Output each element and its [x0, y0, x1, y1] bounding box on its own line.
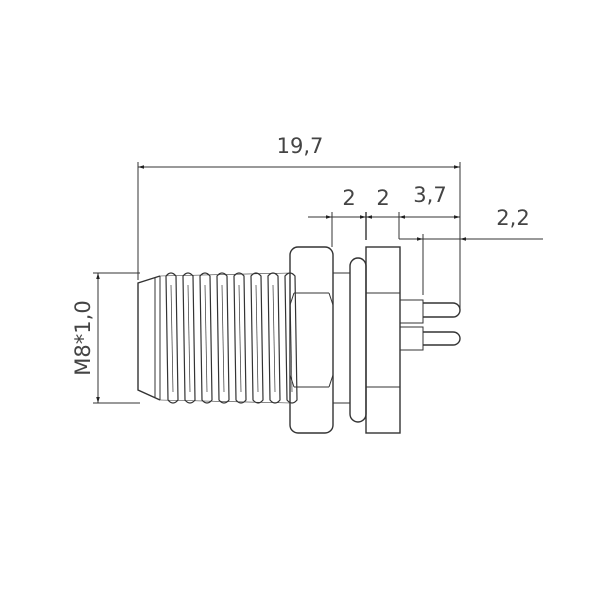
connector-front-face [137, 275, 161, 401]
dim-overall-length: 19,7 [137, 134, 461, 308]
dim-label-pin-length: 3,7 [413, 183, 446, 207]
thread-crest [165, 272, 179, 404]
dim-label-flange: 2 [376, 186, 389, 210]
thread-shading [187, 284, 191, 393]
dim-label-pin-tip: 2,2 [496, 206, 529, 230]
dim-label-overall: 19,7 [277, 134, 324, 158]
thread-shading [255, 284, 259, 393]
hex-nut [289, 246, 334, 434]
thread-envelope [159, 272, 291, 404]
thread-crest [284, 272, 298, 404]
dim-small-chain: 2 2 3,7 [308, 183, 460, 247]
thread-shading [272, 284, 276, 393]
housing-flange [365, 246, 401, 434]
dim-thread: M8*1,0 [71, 272, 140, 404]
dim-pin-tip: 2,2 [399, 206, 543, 295]
thread-shading [204, 284, 208, 393]
contact-pin-upper [399, 299, 461, 324]
thread-shading [238, 284, 242, 393]
dim-label-thread: M8*1,0 [71, 300, 95, 375]
contact-pin-lower [399, 326, 461, 351]
thread-shading [221, 284, 225, 393]
o-ring [349, 257, 367, 423]
dim-label-nut: 2 [342, 186, 355, 210]
thread-crest [216, 272, 230, 404]
thread-crest [182, 272, 196, 404]
connector-shaft [333, 272, 350, 404]
thread-crest [199, 272, 213, 404]
connector-thread [159, 272, 298, 404]
thread-shading [170, 284, 174, 393]
